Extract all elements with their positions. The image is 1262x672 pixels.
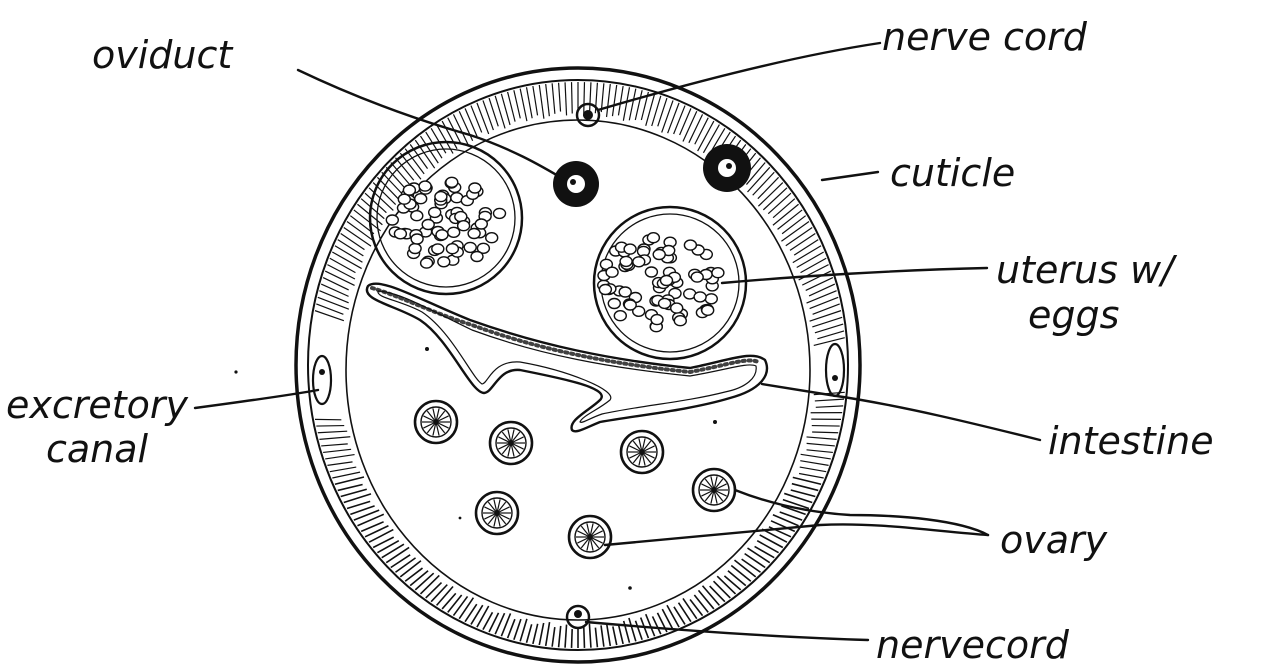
- ovary-section: [621, 431, 663, 473]
- ovary-section: [476, 492, 518, 534]
- ovary-section: [415, 401, 457, 443]
- ovary-section: [693, 469, 735, 511]
- excretory-canal-left: [313, 356, 331, 404]
- leader-ovary-lower: [605, 524, 988, 545]
- ovary-section: [569, 516, 611, 558]
- leader-lines: [195, 43, 1040, 640]
- leader-cuticle: [822, 172, 878, 180]
- label-intestine: intestine: [1048, 419, 1214, 463]
- label-nerve-cord-bottom: nervecord: [876, 623, 1070, 667]
- label-uterus-line1: uterus w/: [996, 248, 1178, 292]
- labels: oviduct nerve cord cuticle uterus w/ egg…: [6, 15, 1214, 667]
- eggs-cluster-left: [386, 177, 505, 268]
- dorsal-nerve-cord: [577, 104, 599, 126]
- label-cuticle: cuticle: [890, 151, 1015, 195]
- label-uterus-line2: eggs: [1028, 293, 1119, 337]
- cuticle-outer: [296, 68, 860, 662]
- body-cross-section: [296, 68, 860, 662]
- oviduct-left: [553, 161, 599, 207]
- leader-uterus: [722, 268, 987, 283]
- ventral-nerve-cord: [567, 606, 589, 628]
- label-oviduct: oviduct: [92, 33, 234, 77]
- oviduct-right: [703, 144, 751, 192]
- label-ovary: ovary: [1000, 518, 1108, 562]
- label-excretory-line2: canal: [46, 427, 149, 471]
- excretory-canal-right: [826, 344, 844, 396]
- ovaries: [415, 401, 735, 558]
- label-nerve-cord-top: nerve cord: [882, 15, 1088, 59]
- label-excretory-line1: excretory: [6, 383, 189, 427]
- ovary-section: [490, 422, 532, 464]
- eggs-cluster-right: [598, 233, 724, 332]
